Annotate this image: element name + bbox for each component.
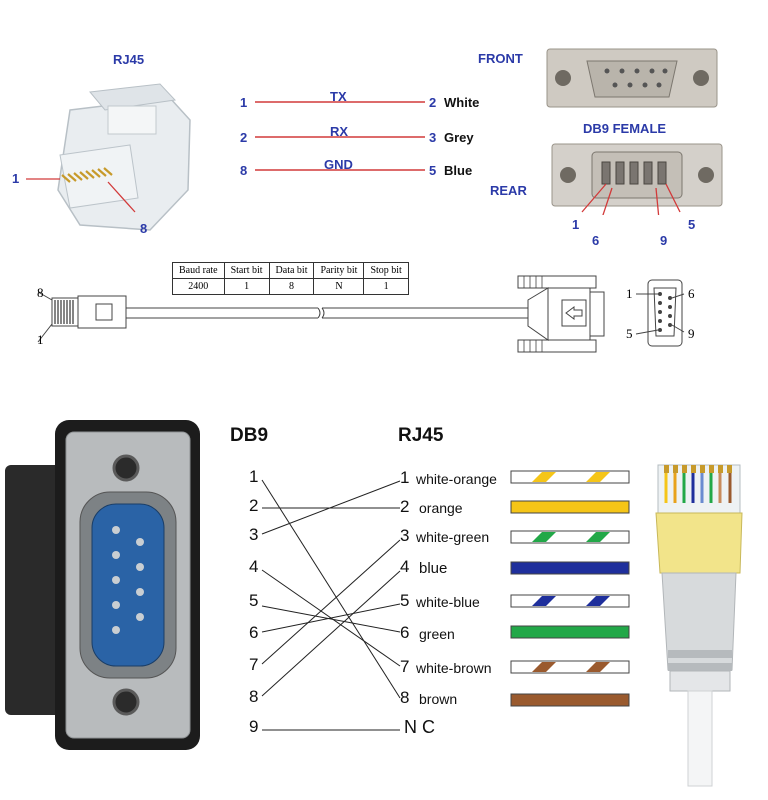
- wire-db9-7-to-rj45-3: [261, 539, 401, 665]
- cable-db9-connector: [517, 275, 605, 353]
- db9-face-small: [635, 279, 685, 347]
- swatch-white-brown: [510, 660, 630, 674]
- wire-db9-8-to-rj45-4: [261, 570, 401, 697]
- face-pin-1: 1: [626, 286, 633, 301]
- rj45-title: RJ45: [113, 52, 145, 67]
- db9-pin: 1: [249, 467, 259, 486]
- value-start-bit: 1: [223, 278, 270, 295]
- rj45-pin1-label: 1: [12, 171, 20, 186]
- signal-name-tx: TX: [330, 89, 347, 104]
- front-label: FRONT: [478, 51, 523, 66]
- rear-pin-5: 5: [688, 217, 696, 232]
- serial-params-table: Baud rate Start bit Data bit Parity bit …: [172, 262, 409, 295]
- signal-lines: [255, 101, 425, 171]
- nc-label: N C: [404, 717, 435, 737]
- cable-left-pin-8: 8: [37, 285, 44, 300]
- rj45-pin-number: 7: [400, 657, 410, 676]
- rj45-pin-number: 3: [400, 526, 410, 545]
- signal-from-tx: 1: [240, 95, 248, 110]
- db9-pin: 6: [249, 623, 259, 642]
- signal-color-gnd: Blue: [444, 163, 473, 178]
- db9-pin: 8: [249, 687, 259, 706]
- rj45-plug-body: [57, 83, 191, 231]
- swatch-orange: [510, 500, 630, 514]
- db9-pin: 9: [249, 717, 259, 736]
- value-stop-bit: 1: [363, 278, 409, 295]
- swatch-white-green: [510, 530, 630, 544]
- rj45-pin-number: 6: [400, 623, 410, 642]
- swatch-blue: [510, 561, 630, 575]
- signal-to-tx: 2: [429, 95, 437, 110]
- rj45-pin-number: 5: [400, 591, 410, 610]
- rear-pin-6: 6: [592, 233, 600, 248]
- rear-pin-1: 1: [572, 217, 580, 232]
- cable-left-pin-1: 1: [37, 332, 44, 347]
- db9-pin: 5: [249, 591, 259, 610]
- rear-label: REAR: [490, 183, 527, 198]
- rear-pin-9: 9: [660, 233, 668, 248]
- rj45-wire-name: brown: [419, 691, 458, 707]
- rj45-pin8-label: 8: [140, 221, 148, 236]
- rj45-wire-name: orange: [419, 500, 463, 516]
- wire-db9-1-to-rj45-8: [261, 479, 401, 699]
- face-pin-5: 5: [626, 326, 633, 341]
- swatch-green: [510, 625, 630, 639]
- wire-db9-6-to-rj45-5: [261, 603, 401, 633]
- params-value-row: 2400 1 8 N 1: [172, 278, 409, 295]
- value-data-bit: 8: [268, 278, 315, 295]
- rj45-plug-illustration: [26, 83, 191, 231]
- swatch-white-orange: [510, 470, 630, 484]
- rj45-pin-number: 2: [400, 497, 410, 516]
- face-pin-6: 6: [688, 286, 695, 301]
- cable-wire: [126, 307, 528, 319]
- db9-pin: 4: [249, 557, 259, 576]
- db9-pin: 7: [249, 655, 259, 674]
- signal-to-gnd: 5: [429, 163, 437, 178]
- wire-color-swatches: [510, 470, 630, 707]
- swatch-white-blue: [510, 594, 630, 608]
- signal-color-tx: White: [444, 95, 480, 110]
- signal-from-gnd: 8: [240, 163, 248, 178]
- db9-pin: 3: [249, 525, 259, 544]
- rj45-pin-number: 4: [400, 557, 410, 576]
- face-pin-9: 9: [688, 326, 695, 341]
- rj45-wire-name: green: [419, 626, 455, 642]
- rj45-wire-name: white-brown: [416, 660, 492, 676]
- rj45-wire-name: blue: [419, 560, 448, 577]
- rj45-wire-name: white-orange: [416, 471, 497, 487]
- wire-db9-3-to-rj45-1: [261, 480, 401, 535]
- signal-color-rx: Grey: [444, 130, 474, 145]
- rj45-wire-name: white-green: [416, 529, 490, 545]
- rj45-pin8-pointer: [107, 181, 136, 213]
- rj45-header: RJ45: [398, 425, 444, 446]
- db9-front-illustration: [546, 48, 718, 108]
- rj45-pin-number: 8: [400, 688, 410, 707]
- db9-female-title: DB9 FEMALE: [583, 121, 667, 136]
- rj45-wire-name: white-blue: [416, 594, 480, 610]
- rj45-pin-number: 1: [400, 468, 410, 487]
- rj45-cable-photo: [655, 464, 743, 787]
- wire-db9-5-to-rj45-6: [261, 605, 401, 633]
- db9-rear-illustration: [551, 143, 723, 215]
- db9-pin: 2: [249, 496, 259, 515]
- db9-header: DB9: [230, 425, 269, 446]
- signal-to-rx: 3: [429, 130, 437, 145]
- signal-name-gnd: GND: [324, 157, 353, 172]
- cable-rj45-plug: [37, 291, 127, 343]
- swatch-brown: [510, 693, 630, 707]
- signal-name-rx: RX: [330, 124, 349, 139]
- cable-drawing: [37, 275, 685, 353]
- value-baud-rate: 2400: [172, 278, 225, 295]
- db9-male-photo: [5, 420, 200, 750]
- signal-from-rx: 2: [240, 130, 248, 145]
- value-parity-bit: N: [313, 278, 365, 295]
